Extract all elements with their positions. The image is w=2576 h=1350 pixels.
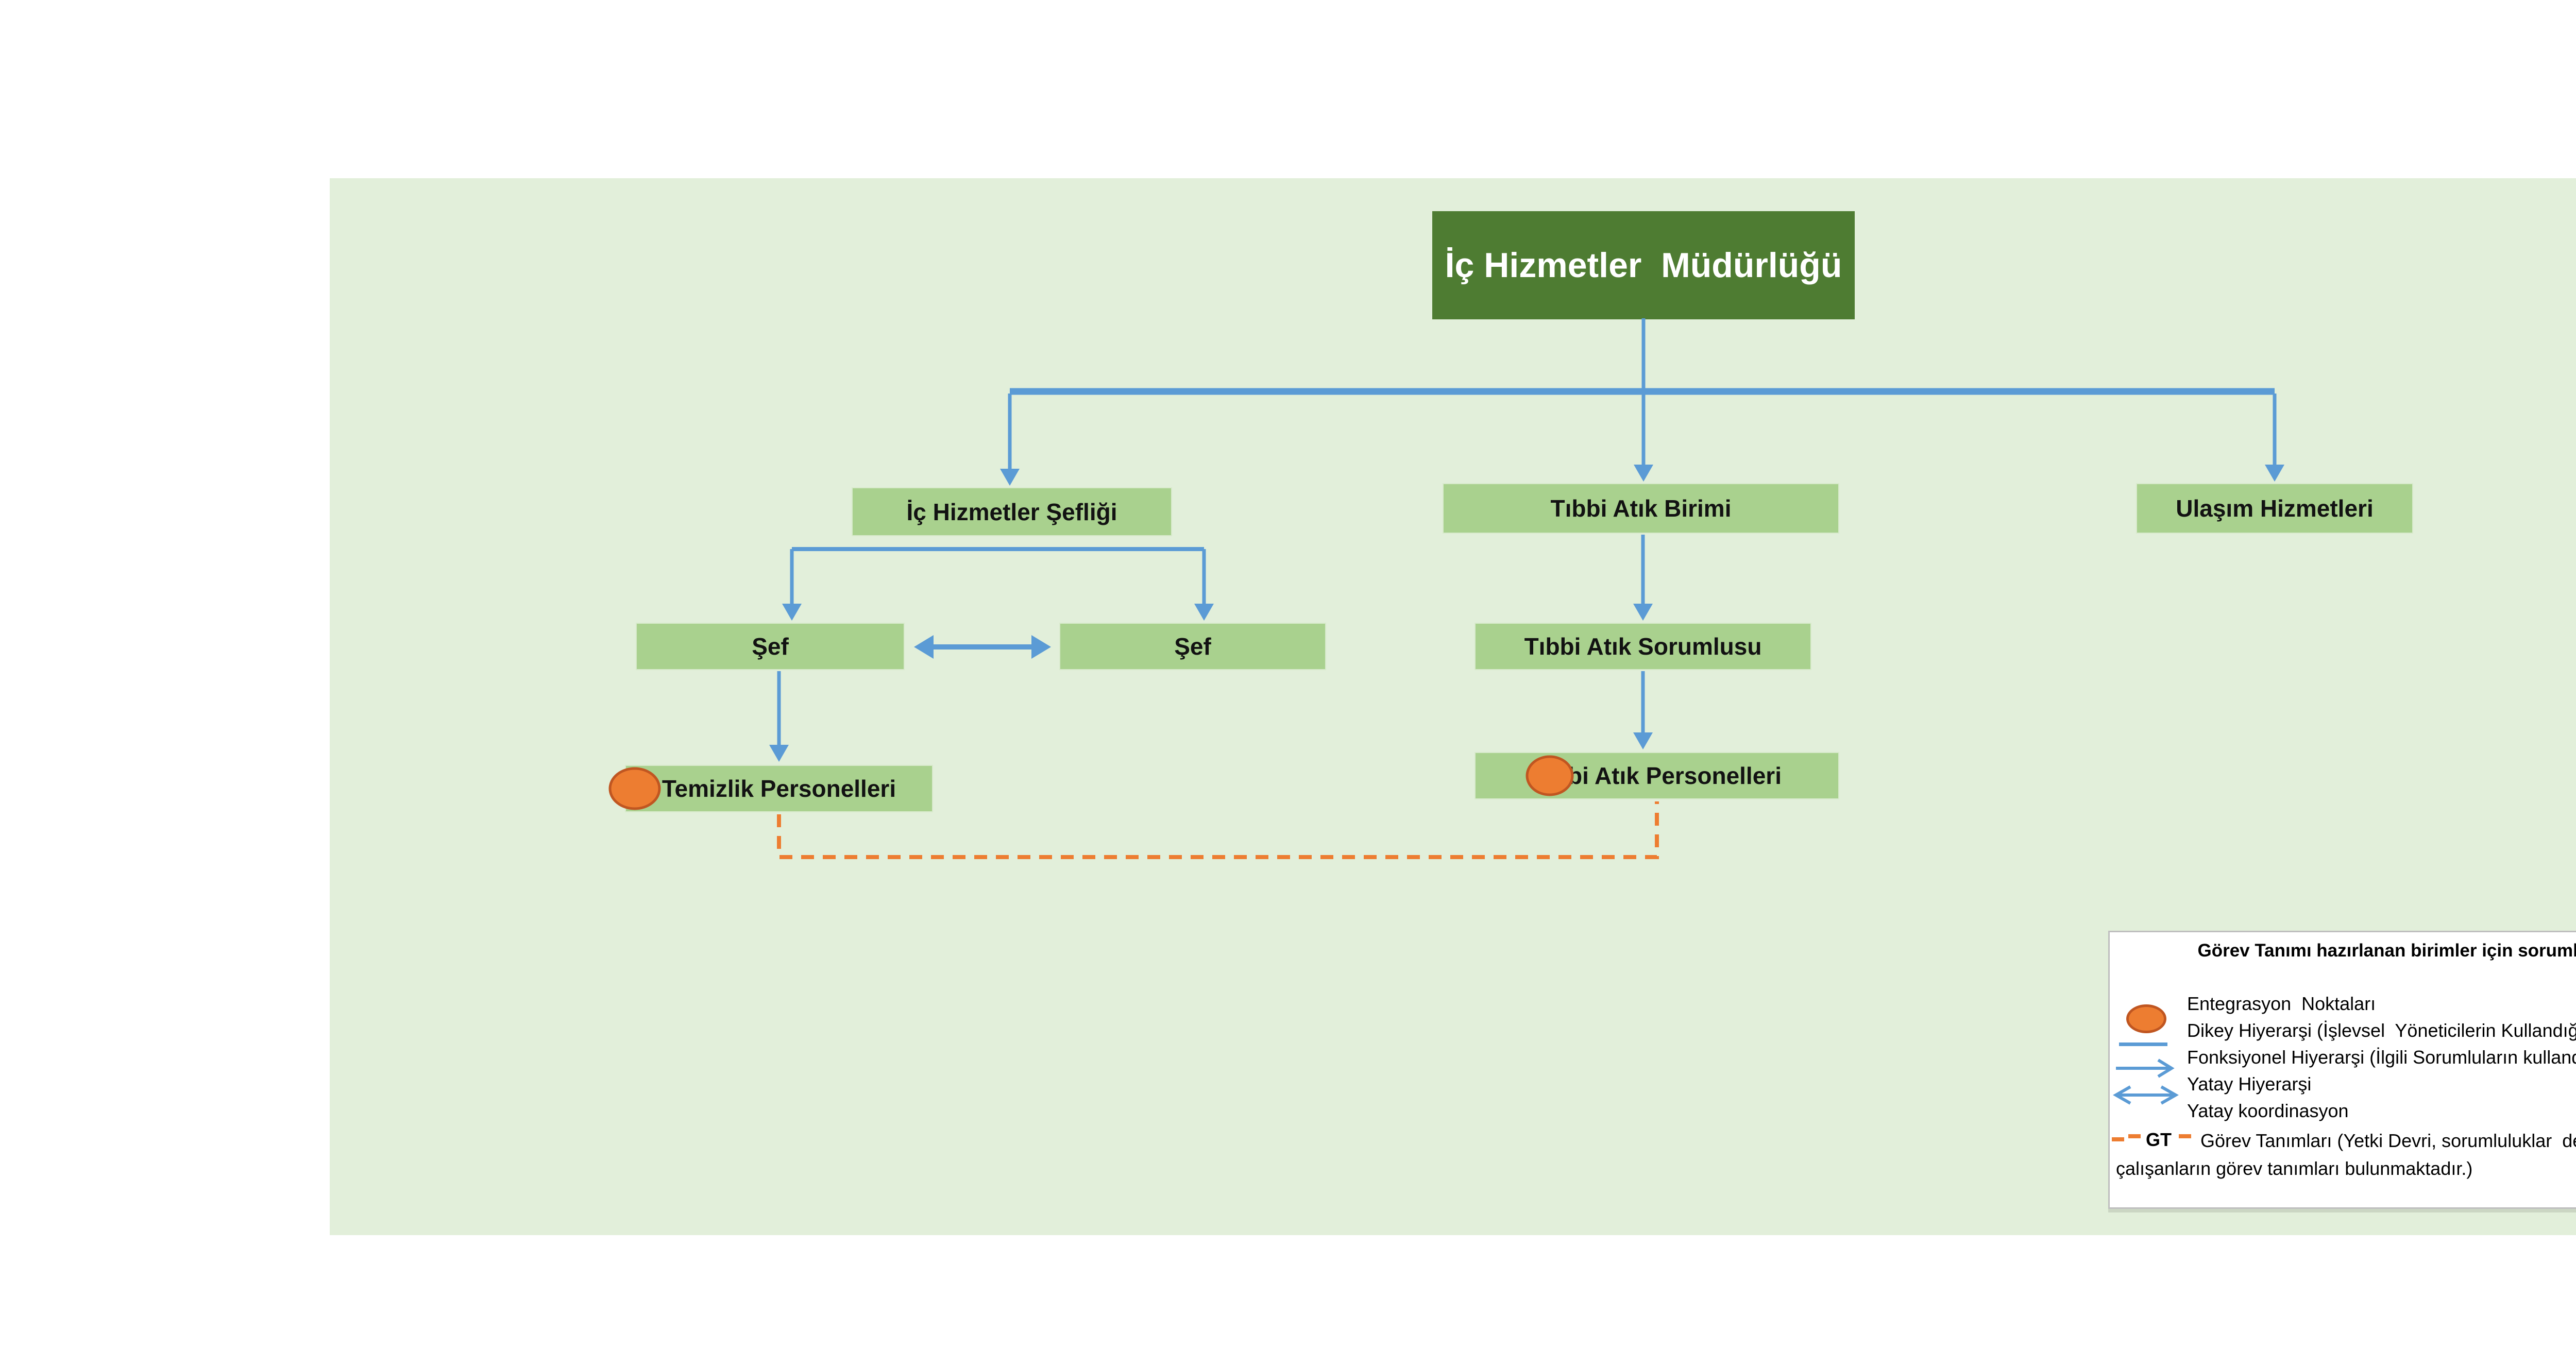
- legend-item-gt-line2: çalışanların görev tanımları bulunmaktad…: [2116, 1158, 2473, 1179]
- gt-dash-icon: [2179, 1134, 2191, 1138]
- org-box-label: Şef: [1174, 633, 1211, 660]
- org-box-mudurlugu: İç Hizmetler Müdürlüğü: [1432, 211, 1855, 319]
- legend-item-dikey: Dikey Hiyerarşi (İşlevsel Yöneticilerin …: [2187, 1020, 2576, 1041]
- functional-hierarchy-arrow-icon: [2116, 1058, 2175, 1078]
- legend-title-line2: edilmektedir.: [2118, 963, 2576, 988]
- legend-item-yatay-hiyerarsi: Yatay Hiyerarşi: [2187, 1073, 2312, 1095]
- org-box-ic-hizmetler-sefligi: İç Hizmetler Şefliği: [852, 487, 1172, 536]
- org-box-label: Şef: [752, 633, 789, 660]
- horizontal-hierarchy-double-arrow-icon: [2113, 1085, 2179, 1105]
- org-box-tibbi-atik-sorumlusu: Tıbbi Atık Sorumlusu: [1475, 623, 1811, 670]
- legend-item-fonksiyonel: Fonksiyonel Hiyerarşi (İlgili Sorumlular…: [2187, 1047, 2576, 1068]
- org-box-label: Tıbbi Atık Personelleri: [1532, 762, 1782, 789]
- legend-title: Görev Tanımı hazırlanan birimler için so…: [2118, 938, 2576, 988]
- gt-dash-icon: [2112, 1137, 2124, 1141]
- org-box-sef-left: Şef: [636, 623, 905, 670]
- org-box-label: Ulaşım Hizmetleri: [2176, 495, 2374, 522]
- legend-item-gt-line1: Görev Tanımları (Yetki Devri, sorumluluk…: [2200, 1130, 2576, 1151]
- org-box-label: Temizlik Personelleri: [662, 775, 896, 802]
- org-box-tibbi-atik-birimi: Tıbbi Atık Birimi: [1443, 483, 1839, 534]
- org-box-label: İç Hizmetler Şefliği: [906, 498, 1117, 525]
- org-box-sef-right: Şef: [1059, 623, 1326, 670]
- org-box-label: İç Hizmetler Müdürlüğü: [1445, 246, 1842, 285]
- integration-point-icon: [2126, 1004, 2166, 1033]
- org-box-label: Tıbbi Atık Sorumlusu: [1524, 633, 1762, 660]
- legend-box: Görev Tanımı hazırlanan birimler için so…: [2108, 931, 2576, 1209]
- org-box-tibbi-atik-personelleri: Tıbbi Atık Personelleri: [1475, 752, 1839, 799]
- gt-marker-label: GT: [2146, 1129, 2172, 1150]
- org-box-temizlik-personelleri: Temizlik Personelleri: [625, 765, 933, 812]
- legend-item-entegrasyon: Entegrasyon Noktaları: [2187, 993, 2376, 1014]
- legend-title-line1: Görev Tanımı hazırlanan birimler için so…: [2197, 941, 2576, 961]
- vertical-hierarchy-line-icon: [2119, 1043, 2167, 1046]
- legend-item-yatay-koordinasyon: Yatay koordinasyon: [2187, 1100, 2349, 1121]
- gt-dash-icon: [2128, 1134, 2141, 1138]
- org-box-ulasim-hizmetleri: Ulaşım Hizmetleri: [2136, 483, 2413, 534]
- org-box-label: Tıbbi Atık Birimi: [1550, 495, 1732, 522]
